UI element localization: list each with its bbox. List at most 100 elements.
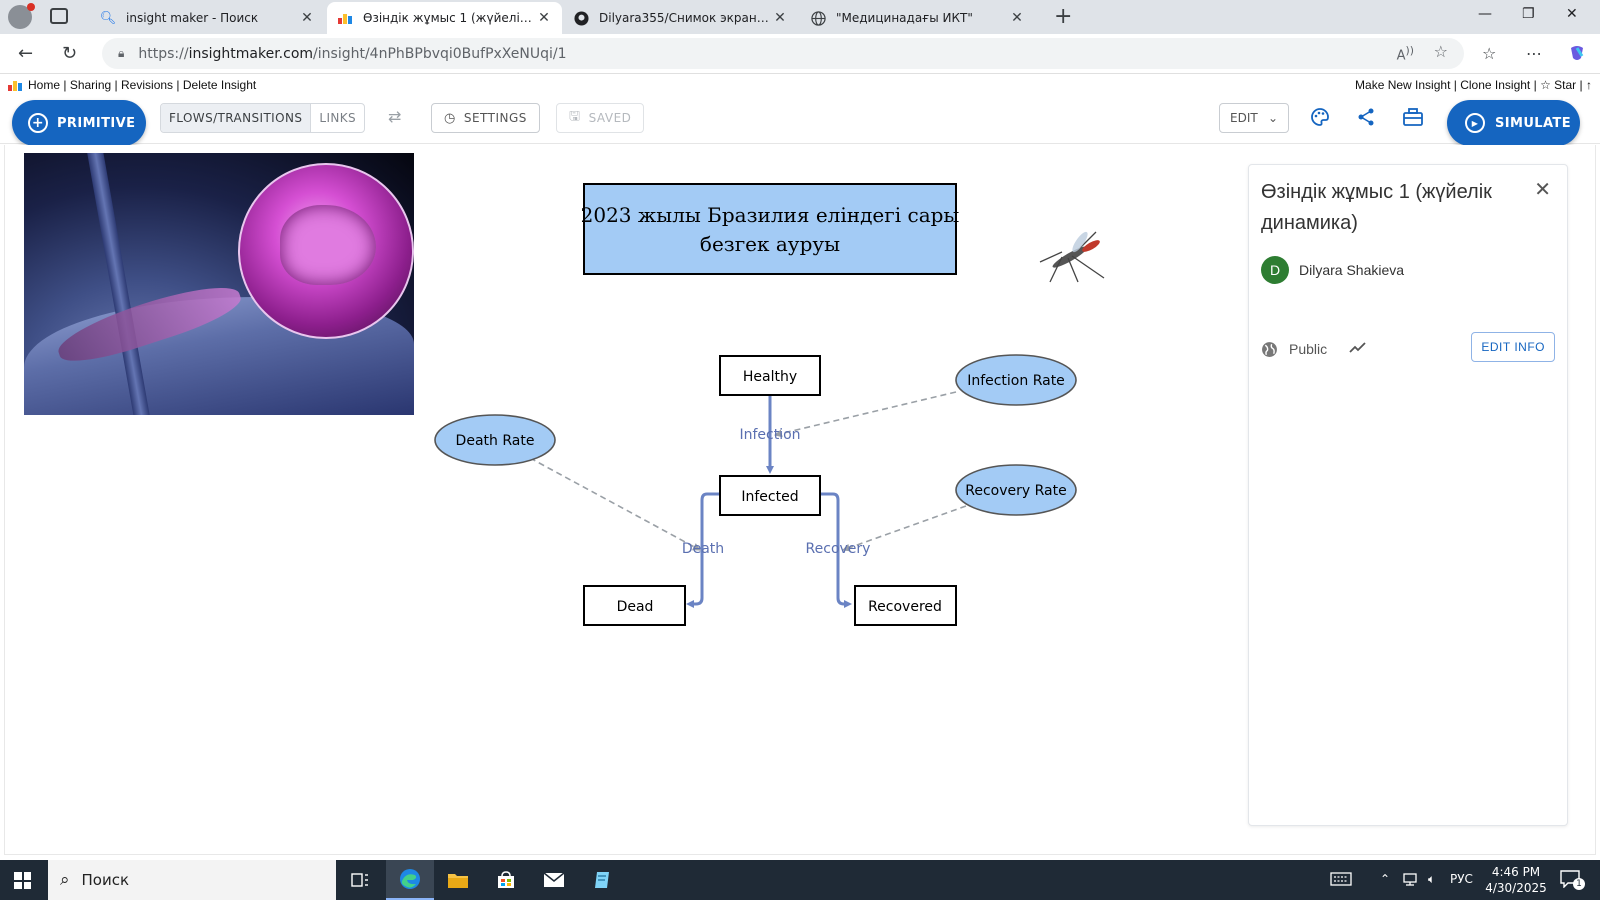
parasite-cell-shape bbox=[280, 205, 376, 285]
saved-button[interactable]: 🖫︎ SAVED bbox=[556, 103, 645, 133]
windows-start-icon[interactable] bbox=[14, 872, 31, 889]
palette-icon[interactable] bbox=[1310, 107, 1330, 132]
reload-icon[interactable]: ↻ bbox=[62, 43, 78, 64]
link-death-rate[interactable] bbox=[529, 457, 701, 551]
search-icon: 🔍︎ bbox=[99, 10, 117, 26]
links-button[interactable]: LINKS bbox=[319, 111, 357, 125]
avatar[interactable]: D bbox=[1261, 256, 1289, 284]
make-new-insight-link[interactable]: Make New Insight bbox=[1355, 78, 1451, 92]
save-icon: 🖫︎ bbox=[569, 109, 581, 124]
author-name[interactable]: Dilyara Shakieva bbox=[1299, 262, 1405, 278]
add-primitive-button[interactable]: + PRIMITIVE bbox=[12, 100, 146, 146]
simulate-button[interactable]: ▶ SIMULATE bbox=[1447, 100, 1580, 146]
tab-actions-icon[interactable] bbox=[50, 8, 68, 24]
notifications-icon[interactable]: 1 bbox=[1560, 870, 1585, 891]
svg-text:Infected: Infected bbox=[741, 489, 798, 505]
globe-icon bbox=[1261, 341, 1278, 362]
browser-tab-globe[interactable]: "Медицинадағы ИКТ" ✕ bbox=[800, 2, 1035, 34]
favorites-icon[interactable]: ☆ bbox=[1482, 44, 1497, 63]
insightmaker-logo-icon[interactable] bbox=[8, 79, 22, 91]
trending-icon[interactable] bbox=[1349, 339, 1367, 358]
svg-text:Recovered: Recovered bbox=[868, 599, 942, 615]
flow-recovery[interactable] bbox=[820, 492, 852, 608]
insightmaker-logo-icon bbox=[337, 10, 353, 26]
variable-infection-rate[interactable]: Infection Rate bbox=[955, 354, 1077, 406]
insight-info-panel: Өзіндік жұмыс 1 (жүйелік динамика) ✕ D D… bbox=[1248, 164, 1568, 826]
svg-text:Death Rate: Death Rate bbox=[456, 433, 535, 449]
mail-icon[interactable] bbox=[530, 860, 578, 900]
svg-text:Recovery Rate: Recovery Rate bbox=[965, 483, 1066, 499]
notepad-icon[interactable] bbox=[578, 860, 626, 900]
toolbox-icon[interactable] bbox=[1402, 107, 1424, 132]
browser-tab-github[interactable]: Dilyara355/Снимок экрана (119) ✕ bbox=[563, 2, 798, 34]
task-view-icon[interactable] bbox=[336, 860, 384, 900]
flow-label-death[interactable]: Death bbox=[682, 541, 724, 557]
model-title-box[interactable]: 2023 жылы Бразилия еліндегі сары безгек … bbox=[581, 183, 960, 275]
stock-dead[interactable]: Dead bbox=[583, 585, 686, 626]
restore-icon[interactable]: ❐ bbox=[1522, 6, 1535, 22]
close-icon[interactable]: ✕ bbox=[1534, 177, 1551, 201]
revisions-link[interactable]: Revisions bbox=[121, 78, 174, 92]
settings-button[interactable]: ◷ SETTINGS bbox=[431, 103, 540, 133]
scroll-up-icon[interactable]: ↑ bbox=[1586, 78, 1592, 92]
share-icon[interactable] bbox=[1356, 107, 1376, 132]
stock-recovered[interactable]: Recovered bbox=[854, 585, 957, 626]
chevron-down-icon: ⌄ bbox=[1267, 111, 1278, 125]
url-field[interactable]: 🔒︎ https://insightmaker.com/insight/4nPh… bbox=[102, 38, 1464, 69]
delete-insight-link[interactable]: Delete Insight bbox=[182, 78, 257, 92]
language-indicator[interactable]: РУС bbox=[1450, 872, 1473, 886]
new-tab-button[interactable]: + bbox=[1054, 4, 1073, 29]
site-link-bar: Home | Sharing | Revisions | Delete Insi… bbox=[0, 74, 1600, 96]
svg-text:Dead: Dead bbox=[617, 599, 654, 615]
flow-label-recovery[interactable]: Recovery bbox=[806, 541, 871, 557]
flow-death[interactable] bbox=[686, 492, 721, 608]
window-close-icon[interactable]: ✕ bbox=[1566, 6, 1578, 22]
edit-menu-button[interactable]: EDIT ⌄ bbox=[1219, 103, 1289, 133]
favorite-star-icon[interactable]: ☆ bbox=[1433, 42, 1448, 61]
home-link[interactable]: Home bbox=[28, 78, 61, 92]
add-circle-icon: + bbox=[28, 113, 48, 133]
copilot-icon[interactable] bbox=[1568, 44, 1586, 66]
url-text: https://insightmaker.com/insight/4nPhBPb… bbox=[138, 45, 567, 62]
store-icon[interactable] bbox=[482, 860, 530, 900]
edge-browser-icon[interactable] bbox=[386, 860, 434, 900]
stock-infected[interactable]: Infected bbox=[719, 475, 821, 516]
variable-death-rate[interactable]: Death Rate bbox=[434, 414, 556, 466]
chevron-up-icon[interactable]: ⌃ bbox=[1380, 872, 1391, 886]
clock-icon: ◷ bbox=[444, 110, 456, 126]
network-icon[interactable] bbox=[1403, 872, 1421, 889]
star-link[interactable]: ☆ Star bbox=[1540, 78, 1577, 92]
minimize-icon[interactable]: — bbox=[1478, 6, 1492, 22]
profile-avatar-icon[interactable] bbox=[8, 3, 35, 29]
clock[interactable]: 4:46 PM 4/30/2025 bbox=[1485, 865, 1547, 895]
read-aloud-icon[interactable]: A)) bbox=[1396, 44, 1414, 64]
svg-text:Healthy: Healthy bbox=[743, 369, 797, 385]
sharing-link[interactable]: Sharing bbox=[69, 78, 112, 92]
browser-tab-search[interactable]: 🔍︎ insight maker - Поиск ✕ bbox=[90, 2, 325, 34]
variable-recovery-rate[interactable]: Recovery Rate bbox=[955, 464, 1077, 516]
keyboard-icon[interactable] bbox=[1330, 872, 1352, 889]
close-icon[interactable]: ✕ bbox=[301, 10, 313, 26]
globe-icon bbox=[810, 10, 826, 26]
close-icon[interactable]: ✕ bbox=[774, 10, 786, 26]
link-recovery-rate[interactable] bbox=[842, 505, 967, 552]
file-explorer-icon[interactable] bbox=[434, 860, 482, 900]
visibility-label: Public bbox=[1289, 341, 1328, 357]
address-bar: ← ↻ 🔒︎ https://insightmaker.com/insight/… bbox=[0, 34, 1600, 74]
link-infection-rate[interactable] bbox=[774, 391, 957, 438]
more-icon[interactable]: ⋯ bbox=[1526, 44, 1542, 63]
mosquito-photo[interactable] bbox=[24, 153, 414, 415]
stock-healthy[interactable]: Healthy bbox=[719, 355, 821, 396]
edit-info-button[interactable]: EDIT INFO bbox=[1471, 332, 1555, 362]
back-icon[interactable]: ← bbox=[18, 43, 34, 64]
close-icon[interactable]: ✕ bbox=[538, 10, 550, 26]
flows-transitions-button[interactable]: FLOWS/TRANSITIONS bbox=[161, 104, 312, 132]
browser-tab-insight[interactable]: Өзіндік жұмыс 1 (жүйелік динамика) ✕ bbox=[327, 2, 562, 34]
flow-label-infection[interactable]: Infection bbox=[739, 427, 800, 443]
clone-insight-link[interactable]: Clone Insight bbox=[1460, 78, 1531, 92]
mosquito-icon[interactable] bbox=[1039, 230, 1105, 283]
swap-icon[interactable]: ⇄ bbox=[388, 107, 402, 126]
taskbar-search-field[interactable]: ⌕ Поиск bbox=[48, 860, 336, 900]
volume-icon[interactable]: 🔈︎ bbox=[1428, 872, 1436, 886]
close-icon[interactable]: ✕ bbox=[1011, 10, 1023, 26]
